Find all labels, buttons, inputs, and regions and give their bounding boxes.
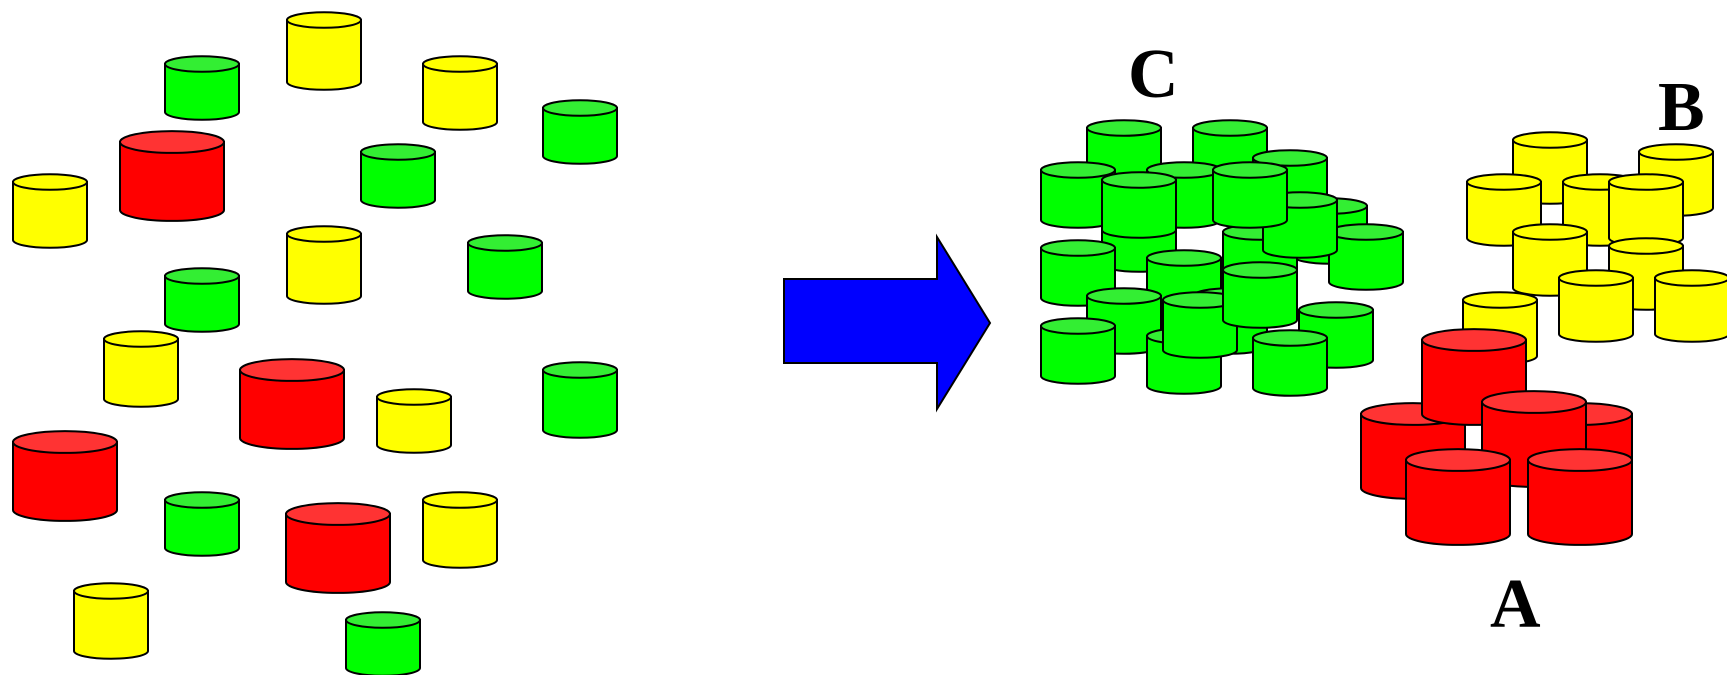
scattered-red-cylinder (12, 430, 118, 522)
scattered-green-cylinder (164, 55, 240, 121)
cluster-c-cylinder (1212, 161, 1288, 229)
scattered-green-cylinder (542, 99, 618, 165)
cluster-c-group (1040, 119, 1404, 397)
scattered-yellow-cylinder (376, 388, 452, 454)
cluster-b-cylinder (1654, 269, 1727, 343)
scattered-yellow-cylinder (12, 173, 88, 249)
scattered-green-cylinder (164, 267, 240, 333)
cluster-c-cylinder (1040, 317, 1116, 385)
cluster-c-label: C (1128, 36, 1179, 113)
cluster-a-cylinder (1527, 448, 1633, 546)
unsorted-items-group (12, 11, 618, 675)
scattered-yellow-cylinder (103, 330, 179, 408)
scattered-yellow-cylinder (286, 11, 362, 91)
cluster-a-label: A (1490, 566, 1541, 643)
scattered-green-cylinder (345, 611, 421, 675)
scattered-yellow-cylinder (286, 225, 362, 305)
cluster-c-cylinder (1252, 329, 1328, 397)
scattered-red-cylinder (285, 502, 391, 594)
cluster-a-group (1360, 328, 1633, 546)
scattered-yellow-cylinder (422, 55, 498, 131)
scattered-green-cylinder (360, 143, 436, 209)
scattered-green-cylinder (542, 361, 618, 439)
cluster-b-cylinder (1608, 173, 1684, 247)
cluster-c-cylinder (1222, 261, 1298, 329)
cluster-b-group (1462, 131, 1727, 365)
cluster-a-cylinder (1405, 448, 1511, 546)
scattered-yellow-cylinder (73, 582, 149, 660)
scattered-red-cylinder (119, 130, 225, 222)
cluster-b-label: B (1658, 69, 1705, 146)
scattered-red-cylinder (239, 358, 345, 450)
scattered-green-cylinder (467, 234, 543, 300)
cluster-b-cylinder (1558, 269, 1634, 343)
transition-arrow (783, 233, 992, 413)
scattered-green-cylinder (164, 491, 240, 557)
cluster-c-cylinder (1101, 171, 1177, 239)
scattered-yellow-cylinder (422, 491, 498, 569)
cluster-c-cylinder (1328, 223, 1404, 291)
